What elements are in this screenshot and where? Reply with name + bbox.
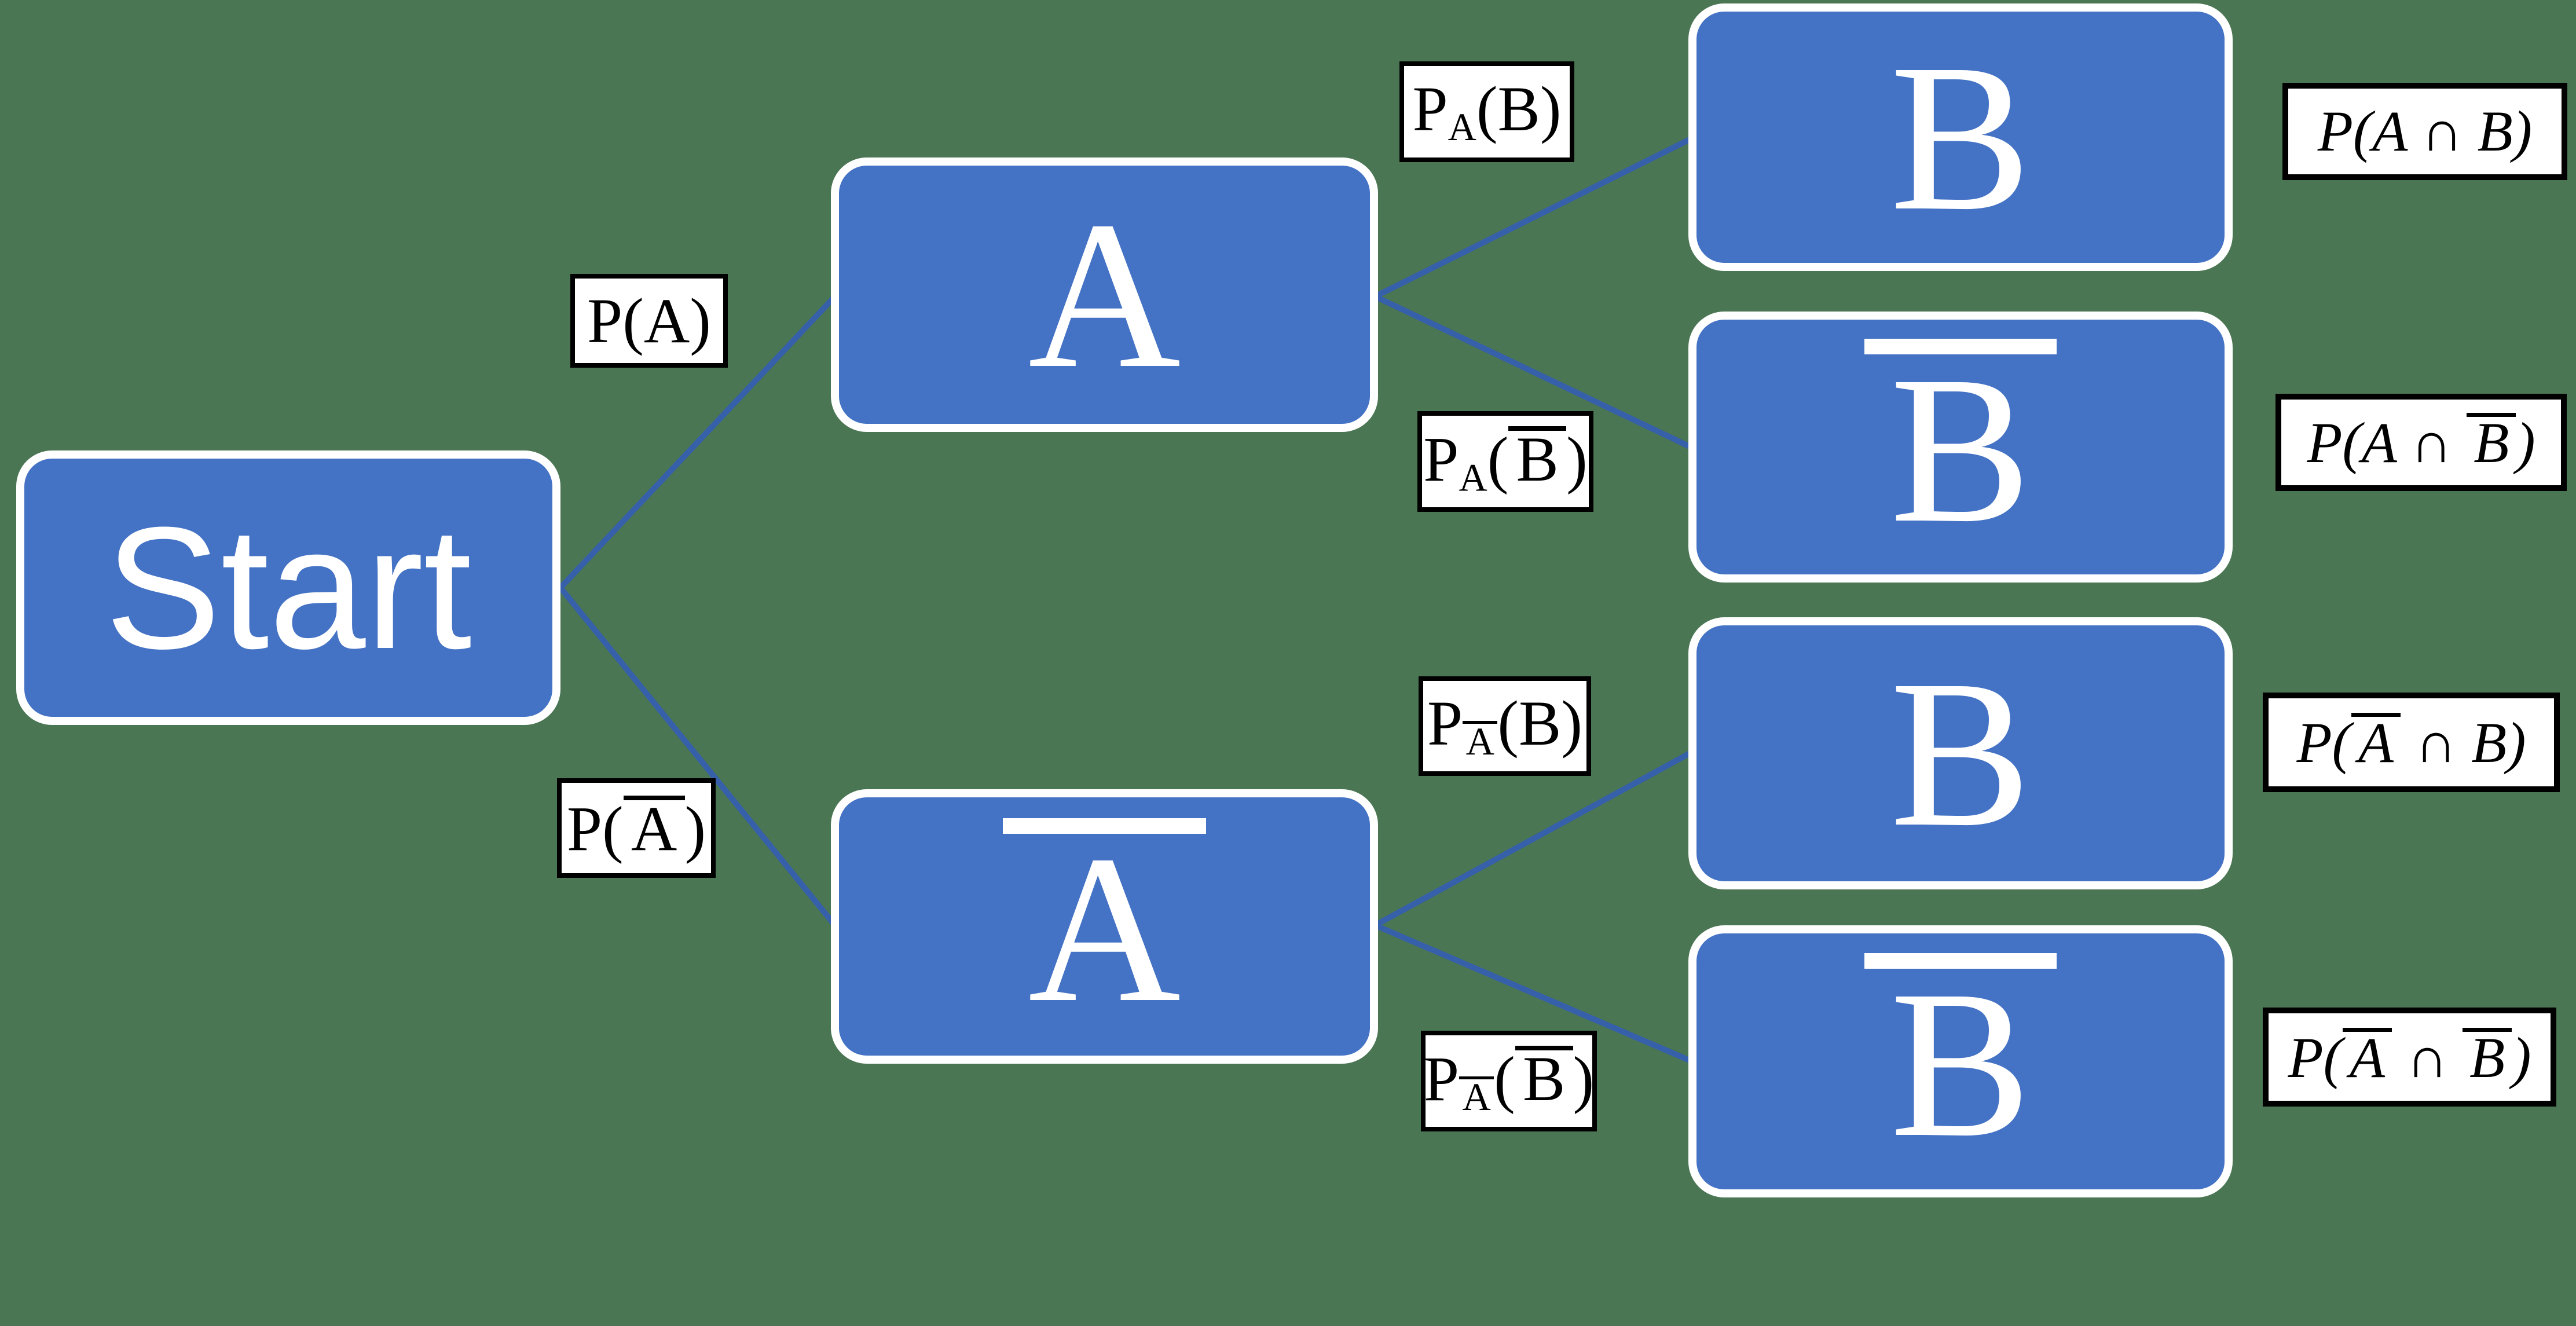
edge-label-p-a: P(A) [570, 274, 728, 368]
edge-start-a-bar [558, 585, 837, 928]
node-b-bar-given-a-bar-label: B [1864, 953, 2057, 1170]
node-a-bar: A [831, 789, 1378, 1064]
node-b-given-a-bar: B [1688, 617, 2233, 889]
edge-label-p-a-of-b-bar: PA(B) [1417, 411, 1593, 512]
outcome-label-p-a-bar-and-b: P(A ∩ B) [2263, 693, 2560, 792]
edge-a-b [1373, 136, 1692, 299]
edge-a-b-bar [1373, 294, 1692, 450]
edge-label-p-a-bar-of-b: PA(B) [1419, 676, 1591, 776]
node-start: Start [16, 450, 560, 725]
outcome-label-p-a-and-b: P(A ∩ B) [2282, 83, 2567, 180]
edge-a-bar-b-bar [1374, 922, 1692, 1064]
node-start-label: Start [105, 490, 472, 685]
outcome-label-p-a-and-b-bar: P(A ∩ B) [2275, 394, 2567, 491]
outcome-label-p-a-bar-and-b-bar: P(A ∩ B) [2263, 1008, 2556, 1107]
edge-label-p-a-of-b: PA(B) [1399, 61, 1574, 162]
edge-label-p-a-bar: P(A) [557, 778, 716, 878]
node-b-given-a-bar-label: B [1890, 636, 2031, 870]
node-b-bar-given-a: B [1688, 312, 2233, 583]
node-a-bar-label: A [1002, 818, 1207, 1035]
node-b-bar-given-a-bar: B [1688, 925, 2233, 1197]
node-a-label: A [1028, 177, 1181, 412]
node-a: A [831, 157, 1378, 432]
node-b-bar-given-a-label: B [1864, 338, 2057, 555]
node-b-given-a: B [1688, 3, 2233, 271]
node-b-given-a-label: B [1890, 20, 2031, 254]
edge-label-p-a-bar-of-b-bar: PA(B) [1421, 1031, 1597, 1131]
edge-a-bar-b [1373, 750, 1692, 928]
edge-start-a [558, 294, 837, 590]
